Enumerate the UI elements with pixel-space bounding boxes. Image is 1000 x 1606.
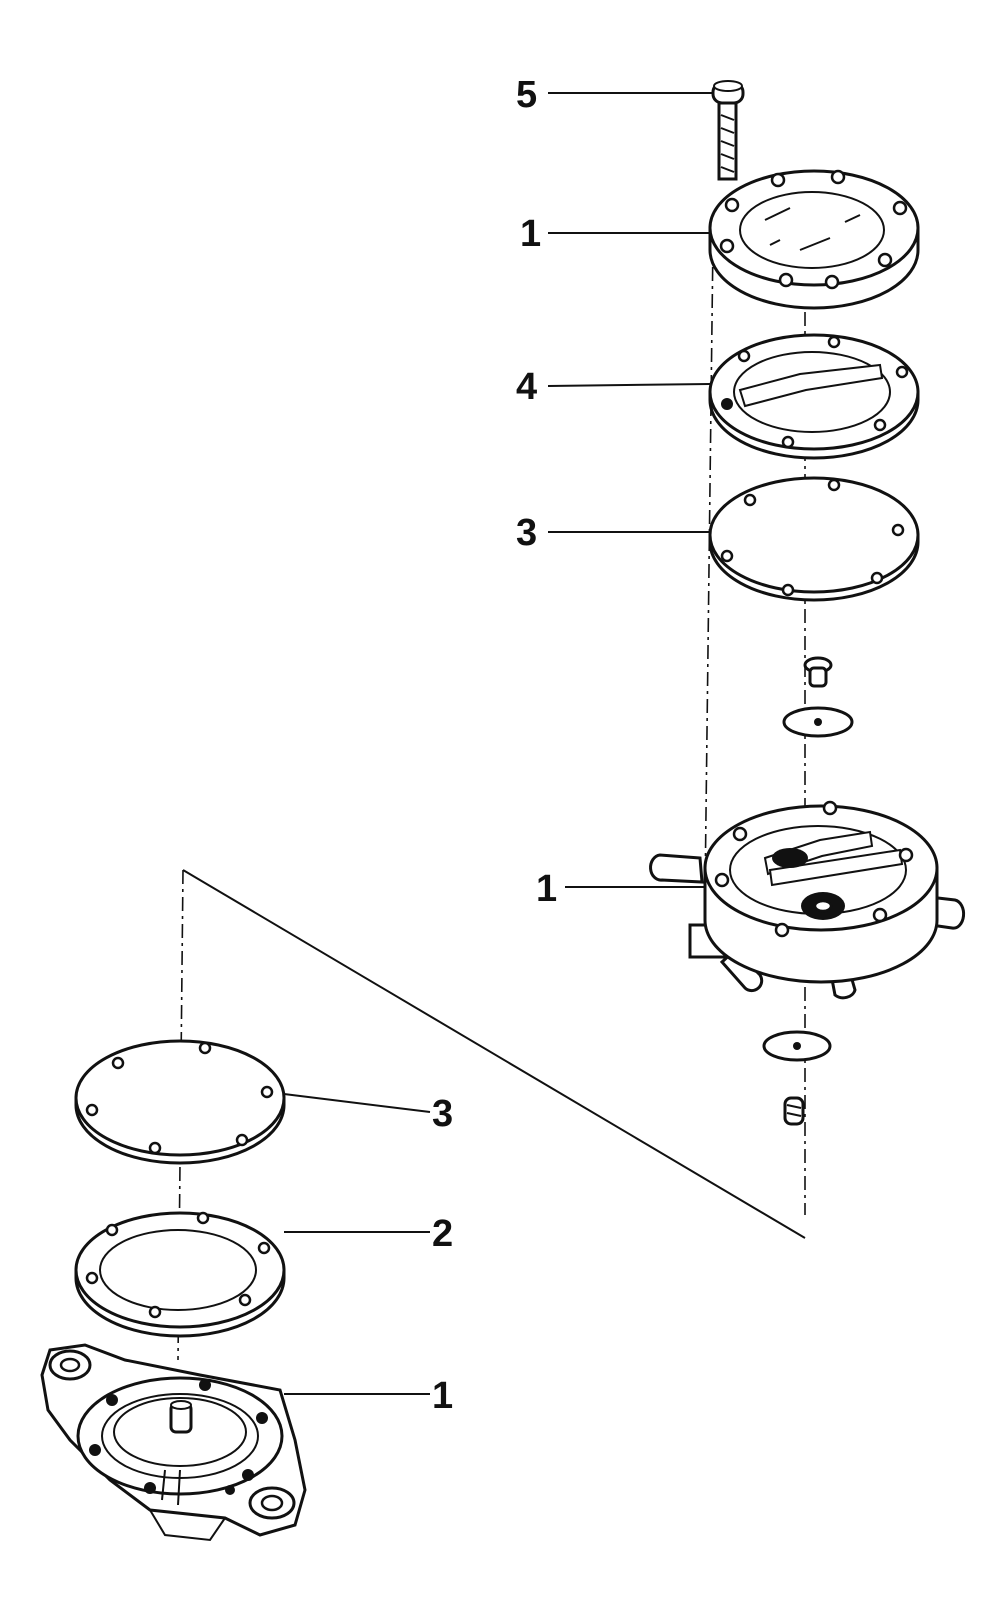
callout-base-cover: 1 — [432, 1375, 453, 1417]
callout-labels: 5 1 4 3 1 3 2 1 — [432, 74, 557, 1417]
valve-stem-upper — [803, 656, 833, 688]
valve-washer-lower — [762, 1030, 832, 1062]
upper-diaphragm — [708, 476, 920, 602]
pump-body — [649, 800, 966, 1000]
callout-lower-diaphragm: 3 — [432, 1093, 453, 1135]
callout-upper-cover: 1 — [520, 213, 541, 255]
callout-lower-gasket: 2 — [432, 1213, 453, 1255]
callout-pump-body: 1 — [536, 868, 557, 910]
leader-lines — [283, 92, 712, 1395]
lower-gasket — [74, 1211, 286, 1338]
callout-upper-diaphragm: 3 — [516, 512, 537, 554]
callout-upper-gasket: 4 — [516, 366, 537, 408]
upper-gasket — [708, 333, 920, 460]
valve-washer-upper — [782, 706, 854, 738]
lower-diaphragm — [74, 1039, 286, 1165]
callout-screw: 5 — [516, 74, 537, 116]
screw — [711, 80, 745, 181]
valve-stem-lower — [783, 1096, 805, 1126]
base-cover — [40, 1343, 307, 1542]
upper-cover-plate — [708, 169, 920, 310]
